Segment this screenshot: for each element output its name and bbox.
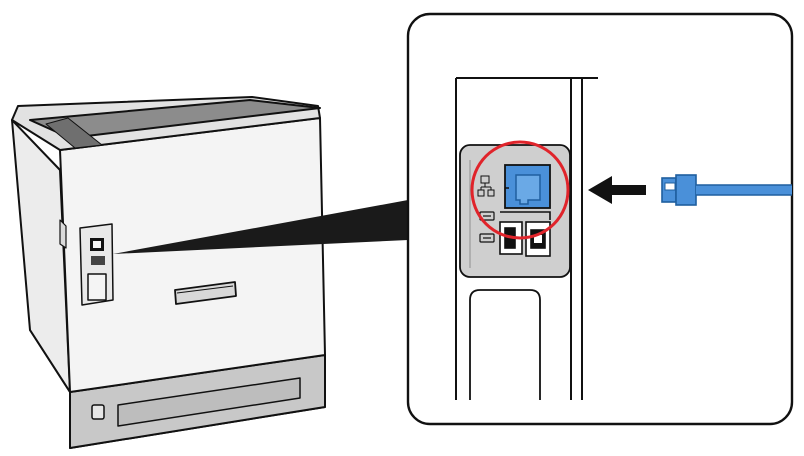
cassette-lock <box>91 404 105 420</box>
network-port <box>504 164 551 209</box>
zoom-inset-frame <box>406 12 794 426</box>
insert-arrow-icon <box>588 176 646 204</box>
lan-cable <box>661 174 792 206</box>
highlight-circle-icon <box>470 140 570 240</box>
panel-slot <box>469 289 541 400</box>
printer-illustration <box>11 96 326 449</box>
zoom-inset <box>406 12 794 426</box>
printer-usb-port <box>91 256 105 265</box>
zoom-callout-wedge <box>113 200 408 254</box>
network-port-icon <box>477 175 495 197</box>
